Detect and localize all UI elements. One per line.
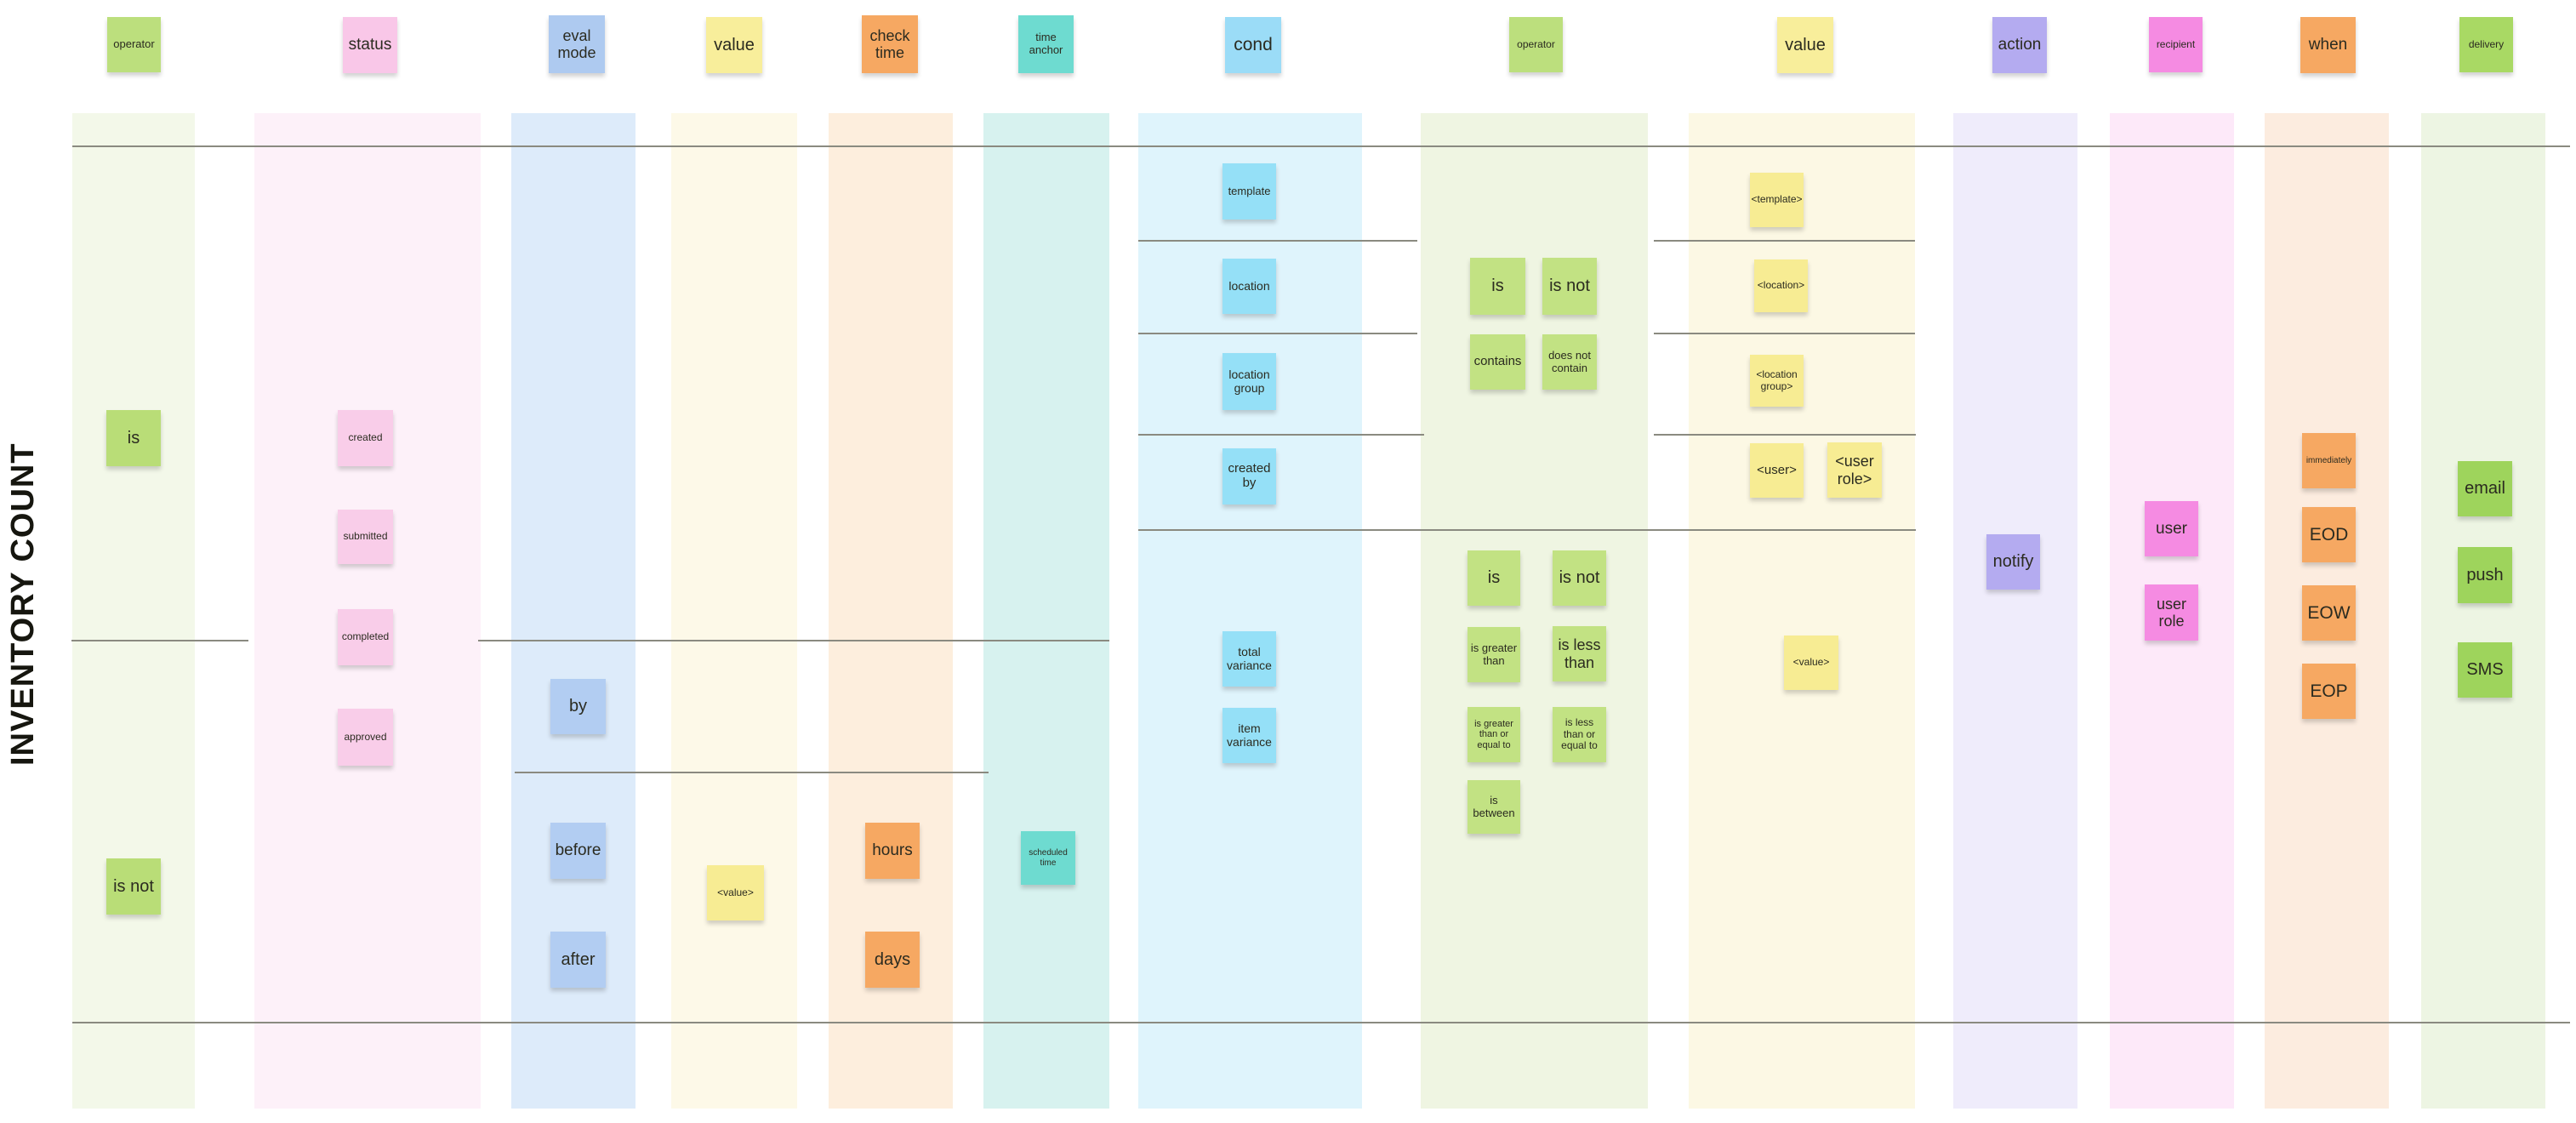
- sticky-note-recipient-1[interactable]: user role: [2145, 584, 2198, 641]
- sticky-note-eval-mode-0[interactable]: by: [550, 679, 606, 734]
- column-header-operator-1[interactable]: operator: [107, 17, 161, 72]
- sticky-note-eval-mode-1[interactable]: before: [550, 823, 606, 879]
- sticky-note-time-anchor-0[interactable]: scheduled time: [1021, 831, 1075, 885]
- divider-line: [1138, 240, 1417, 242]
- sticky-note-value-2-2[interactable]: <location group>: [1750, 355, 1804, 407]
- column-header-check-time[interactable]: check time: [862, 15, 918, 73]
- sticky-note-value-2-0[interactable]: <template>: [1750, 173, 1804, 227]
- column-header-status[interactable]: status: [343, 17, 397, 73]
- column-header-value-1[interactable]: value: [706, 17, 762, 73]
- sticky-note-when-1[interactable]: EOD: [2302, 507, 2356, 562]
- sticky-note-status-3[interactable]: approved: [338, 709, 393, 766]
- sticky-note-status-2[interactable]: completed: [338, 609, 393, 665]
- sticky-note-operator-2-7[interactable]: is less than: [1553, 626, 1606, 681]
- board-title[interactable]: INVENTORY COUNT: [5, 442, 41, 766]
- divider-line: [1138, 434, 1424, 436]
- sticky-note-cond-4[interactable]: total variance: [1222, 631, 1276, 687]
- divider-line: [72, 1022, 2570, 1023]
- column-band-time-anchor: [983, 113, 1109, 1109]
- column-band-operator-1: [72, 113, 195, 1109]
- sticky-note-delivery-2[interactable]: SMS: [2458, 642, 2512, 698]
- sticky-note-operator-2-9[interactable]: is less than or equal to: [1553, 707, 1606, 762]
- sticky-note-operator-2-5[interactable]: is not: [1553, 550, 1606, 606]
- sticky-note-status-0[interactable]: created: [338, 410, 393, 466]
- sticky-note-cond-1[interactable]: location: [1222, 259, 1276, 314]
- sticky-note-operator-2-4[interactable]: is: [1468, 550, 1520, 606]
- column-header-delivery[interactable]: delivery: [2459, 17, 2513, 72]
- divider-line: [1654, 434, 1916, 436]
- divider-line: [515, 772, 989, 773]
- sticky-note-value-1-0[interactable]: <value>: [707, 865, 764, 921]
- column-header-eval-mode[interactable]: eval mode: [549, 15, 605, 73]
- divider-line: [478, 640, 1109, 641]
- sticky-note-operator-2-0[interactable]: is: [1470, 258, 1525, 315]
- column-band-operator-2: [1421, 113, 1648, 1109]
- column-header-operator-2[interactable]: operator: [1509, 17, 1563, 72]
- divider-line: [1138, 333, 1417, 334]
- sticky-note-operator-1-1[interactable]: is not: [106, 858, 161, 915]
- divider-line: [1654, 240, 1915, 242]
- sticky-note-eval-mode-2[interactable]: after: [550, 932, 606, 988]
- sticky-note-action-0[interactable]: notify: [1986, 534, 2040, 590]
- column-band-action: [1953, 113, 2077, 1109]
- column-band-value-1: [671, 113, 797, 1109]
- column-header-recipient[interactable]: recipient: [2149, 17, 2203, 72]
- column-header-when[interactable]: when: [2300, 17, 2356, 73]
- divider-line: [1138, 529, 1916, 531]
- sticky-note-operator-2-8[interactable]: is greater than or equal to: [1468, 707, 1520, 762]
- sticky-note-operator-2-10[interactable]: is between: [1468, 780, 1520, 834]
- sticky-note-when-2[interactable]: EOW: [2302, 585, 2356, 641]
- sticky-note-delivery-0[interactable]: email: [2458, 461, 2512, 516]
- sticky-note-operator-2-3[interactable]: does not contain: [1542, 334, 1597, 390]
- column-header-value-2[interactable]: value: [1777, 17, 1833, 73]
- sticky-note-when-3[interactable]: EOP: [2302, 664, 2356, 719]
- sticky-note-value-2-3[interactable]: <user>: [1750, 443, 1804, 498]
- column-header-cond[interactable]: cond: [1225, 17, 1281, 73]
- sticky-note-cond-0[interactable]: template: [1222, 163, 1276, 219]
- sticky-note-value-2-4[interactable]: <user role>: [1827, 442, 1882, 498]
- sticky-note-delivery-1[interactable]: push: [2458, 547, 2512, 603]
- divider-line: [72, 145, 2570, 147]
- column-header-action[interactable]: action: [1992, 17, 2047, 73]
- divider-line: [71, 640, 248, 641]
- sticky-note-cond-5[interactable]: item variance: [1222, 708, 1276, 763]
- sticky-note-when-0[interactable]: immediately: [2302, 433, 2356, 488]
- sticky-note-operator-2-1[interactable]: is not: [1542, 258, 1597, 315]
- sticky-note-check-time-1[interactable]: days: [865, 932, 920, 988]
- sticky-note-recipient-0[interactable]: user: [2145, 501, 2198, 556]
- sticky-note-operator-2-6[interactable]: is greater than: [1468, 627, 1520, 682]
- sticky-note-value-2-1[interactable]: <location>: [1754, 259, 1808, 312]
- sticky-note-status-1[interactable]: submitted: [338, 510, 393, 564]
- sticky-note-value-2-5[interactable]: <value>: [1784, 636, 1838, 690]
- column-header-time-anchor[interactable]: time anchor: [1018, 15, 1074, 73]
- sticky-note-cond-3[interactable]: created by: [1222, 448, 1276, 504]
- divider-line: [1654, 333, 1915, 334]
- sticky-note-cond-2[interactable]: location group: [1222, 353, 1276, 410]
- column-band-delivery: [2421, 113, 2545, 1109]
- sticky-note-operator-1-0[interactable]: is: [106, 410, 161, 466]
- sticky-note-check-time-0[interactable]: hours: [865, 823, 920, 879]
- sticky-note-operator-2-2[interactable]: contains: [1470, 334, 1525, 390]
